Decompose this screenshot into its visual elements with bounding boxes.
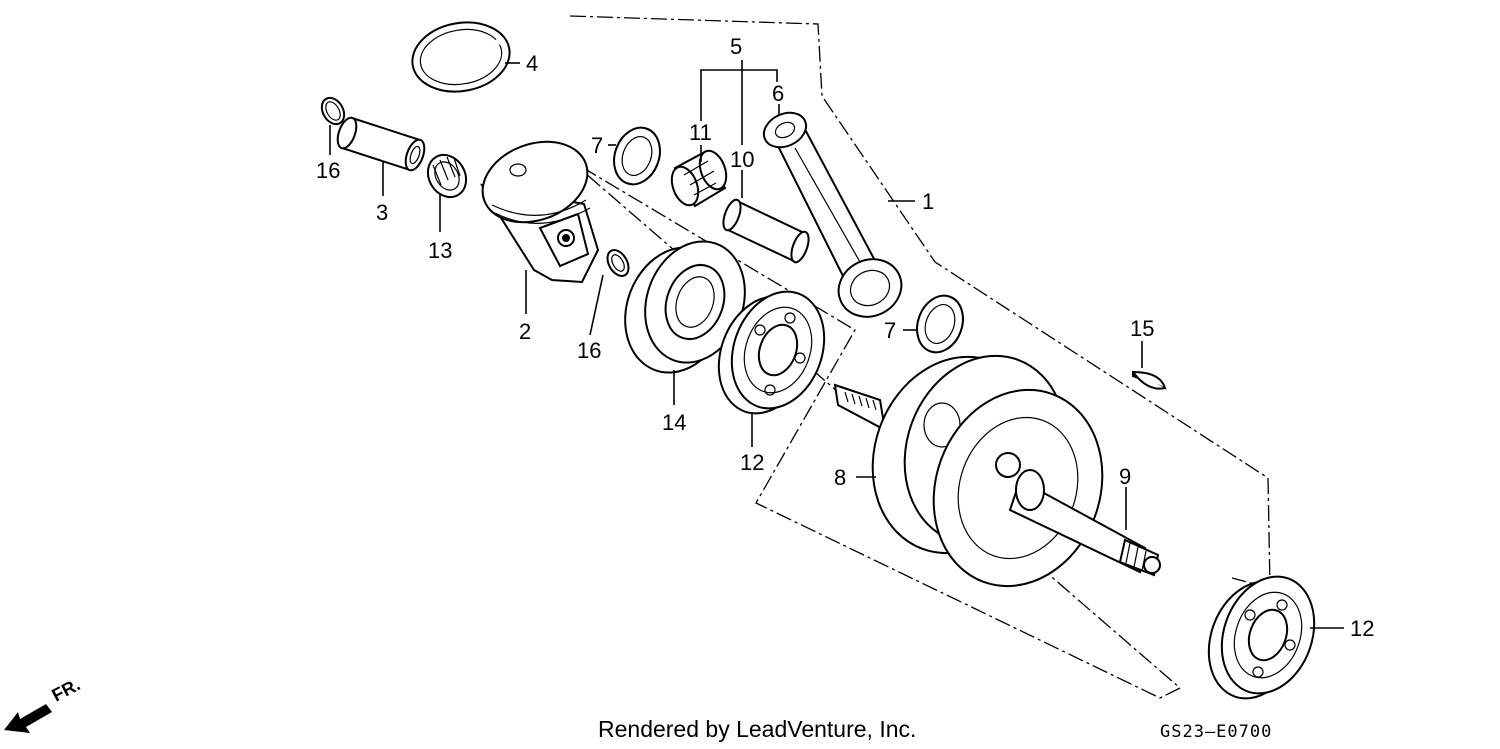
callout-12-lower: 12 (1350, 616, 1374, 641)
callout-11: 11 (689, 120, 712, 145)
front-direction-arrow-icon: FR. (4, 674, 83, 733)
crankshaft-right (932, 388, 1161, 588)
callout-6: 6 (772, 81, 784, 106)
callout-8: 8 (834, 465, 846, 490)
callout-10: 10 (730, 147, 754, 172)
piston-pin-clip-left (320, 96, 346, 126)
callout-5: 5 (730, 34, 742, 59)
thrust-washer-lower (916, 294, 964, 354)
crank-bearing-right (1207, 575, 1316, 700)
callout-13: 13 (428, 238, 452, 263)
connecting-rod (762, 111, 903, 318)
callout-9: 9 (1119, 464, 1131, 489)
piston-ring (411, 21, 511, 93)
small-end-needle-bearing (426, 153, 468, 199)
callout-16-center: 16 (577, 338, 601, 363)
callout-2: 2 (519, 319, 531, 344)
callout-15: 15 (1130, 316, 1154, 341)
crank-bearing-left (717, 290, 826, 415)
callout-7-lower: 7 (884, 318, 896, 343)
thrust-washer-upper (613, 126, 661, 186)
crank-pin (722, 198, 810, 264)
callout-16-left: 16 (316, 158, 340, 183)
callout-4: 4 (526, 51, 538, 76)
piston-pin (336, 116, 426, 172)
callout-7-upper: 7 (591, 133, 603, 158)
callout-12-upper: 12 (740, 450, 764, 475)
piston (480, 140, 600, 284)
piston-pin-clip-right (606, 249, 630, 277)
render-credit: Rendered by LeadVenture, Inc. (598, 716, 917, 742)
woodruff-key (1132, 370, 1167, 390)
oil-seal (624, 240, 746, 374)
callout-3: 3 (376, 200, 388, 225)
big-end-needle-bearing (670, 149, 728, 208)
callout-1: 1 (922, 189, 934, 214)
diagram-code: GS23–E0700 (1160, 722, 1273, 742)
front-direction-label: FR. (48, 674, 83, 705)
callout-14: 14 (662, 410, 686, 435)
